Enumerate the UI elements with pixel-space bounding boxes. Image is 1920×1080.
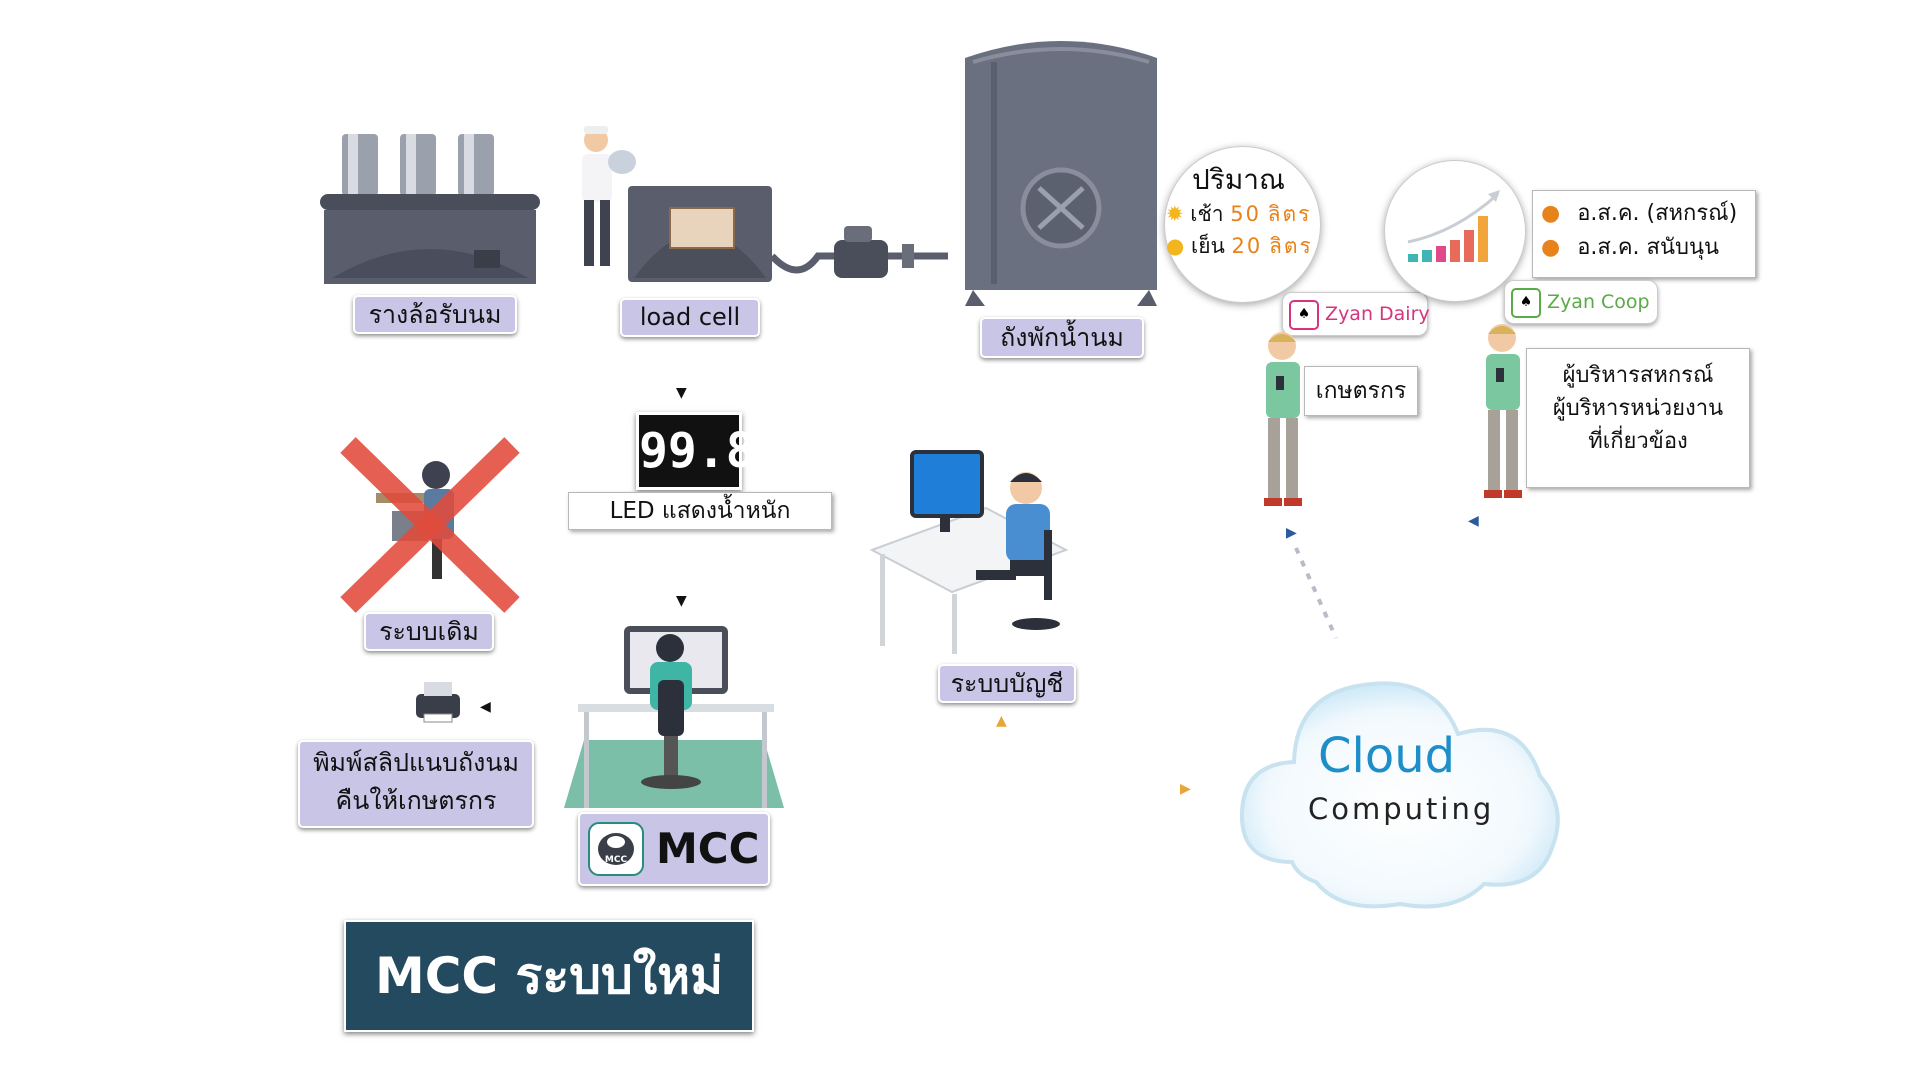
load-cell-graphic [628,186,772,282]
dashed-connector [1294,547,1338,639]
mcc-logo-icon: MCC [588,822,644,876]
pipe-pump-graphic [772,226,948,278]
arrow-right-icon: ▶ [1286,525,1297,541]
printer-icon [416,682,460,723]
growth-chart-bubble [1384,160,1526,302]
tank-label: ถังพักน้ำนม [980,317,1144,358]
load-cell-label: load cell [620,298,760,337]
cloud-title: Cloud [1318,728,1456,784]
zyan-coop-app: Zyan Coop [1547,291,1650,313]
bullet-icon: ● [1541,235,1561,260]
svg-text:MCC: MCC [605,855,628,865]
milk-tank-graphic [965,41,1157,306]
manager-role-3: ที่เกี่ยวข้อง [1588,429,1688,454]
bullet-icon: ● [1541,201,1561,226]
arrow-left-icon: ◀ [1468,513,1479,529]
zyan-coop-tag: ♠ Zyan Coop [1504,280,1658,324]
farmer-role: เกษตรกร [1304,366,1418,416]
farmer-figure [1264,332,1302,506]
milk-conveyor-graphic [320,134,540,284]
org-box: ● อ.ส.ค. (สหกรณ์) ● อ.ส.ค. สนับนุน [1532,190,1756,278]
growth-chart-icon [1407,190,1500,262]
morning-label: เช้า [1190,202,1224,226]
org-2: อ.ส.ค. สนับนุน [1577,235,1720,260]
arrow-up-icon: ▲ [996,713,1007,729]
manager-figure [1484,324,1522,498]
mcc-operator-graphic [564,626,784,808]
morning-value: 50 [1230,202,1261,226]
quantity-bubble [1164,146,1321,303]
accounting-computer-icon [869,450,1069,654]
arrow-down-icon: ▼ [676,385,687,401]
morning-row: ✹ เช้า 50 ลิตร [1166,198,1311,231]
worker-figure [582,126,636,266]
old-system-label: ระบบเดิม [364,612,494,651]
manager-role-2: ผู้บริหารหน่วยงาน [1552,396,1724,421]
arrow-left-icon: ◀ [480,699,491,715]
org-row-1: ● อ.ส.ค. (สหกรณ์) [1533,197,1755,231]
cloud-graphic [1239,681,1560,909]
zyan-dairy-tag: ♠ Zyan Dairy [1282,292,1430,336]
mcc-label-box: MCC MCC [578,812,770,886]
conveyor-label: รางล้อรับนม [353,295,517,334]
manager-roles: ผู้บริหารสหกรณ์ ผู้บริหารหน่วยงาน ที่เกี… [1526,348,1750,488]
evening-unit: ลิตร [1268,234,1313,258]
cloud-subtitle: Computing [1308,792,1495,826]
partial-sun-icon: ● [1166,234,1185,258]
print-slip-line-1: พิมพ์สลิปแนบถังนม [313,748,519,777]
arrow-right-icon: ▶ [1180,781,1191,797]
mcc-label: MCC [656,824,760,873]
evening-value: 20 [1231,234,1263,258]
zyan-dairy-app: Zyan Dairy [1325,303,1430,325]
org-row-2: ● อ.ส.ค. สนับนุน [1533,231,1755,265]
led-label: LED แสดงน้ำหนัก [568,492,832,530]
org-1: อ.ส.ค. (สหกรณ์) [1577,201,1738,226]
arrow-down-icon: ▼ [676,593,687,609]
old-system-graphic [340,437,520,613]
print-slip-line-2: คืนให้เกษตรกร [335,786,497,815]
led-display: 99.8 [636,412,755,490]
zyan-logo-icon: ♠ [1511,287,1541,318]
print-slip-label: พิมพ์สลิปแนบถังนม คืนให้เกษตรกร [298,740,534,828]
evening-label: เย็น [1191,234,1225,258]
quantity-title: ปริมาณ [1192,163,1285,196]
evening-row: ● เย็น 20 ลิตร [1166,230,1313,263]
morning-unit: ลิตร [1267,202,1312,226]
accounting-label: ระบบบัญชี [938,664,1076,703]
sun-icon: ✹ [1166,202,1184,226]
manager-role-1: ผู้บริหารสหกรณ์ [1562,363,1714,388]
zyan-logo-icon: ♠ [1289,299,1319,330]
page-title: MCC ระบบใหม่ [344,920,754,1032]
